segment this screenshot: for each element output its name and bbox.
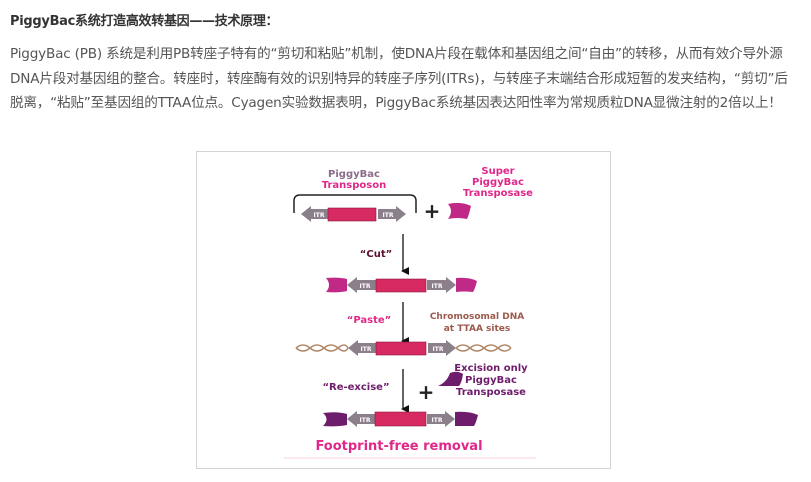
itr-label: ITR [433, 346, 444, 353]
excision-transposase-enzyme [438, 371, 463, 386]
itr-label: ITR [383, 212, 394, 219]
gene-insert [375, 278, 427, 293]
itr-right-3: ITR [428, 340, 456, 356]
description-paragraph: PiggyBac (PB) 系统是利用PB转座子特有的“剪切和粘贴”机制，使DN… [10, 46, 788, 111]
itr-right-4: ITR [427, 411, 455, 427]
transposon-label-1: PiggyBac [328, 169, 380, 180]
excision-label-3: Transposase [456, 387, 526, 398]
super-label-1: Super [481, 166, 514, 177]
excision-label-1: Excision only [454, 363, 528, 374]
transposon-label-2: Transposon [322, 180, 386, 191]
super-label-3: Transposase [463, 188, 533, 199]
section-title: PiggyBac系统打造高效转基因——技术原理： [10, 14, 279, 29]
itr-left-2: ITR [347, 277, 376, 293]
piggybac-diagram: PiggyBac Transposon ITR ITR + Super Pigg… [196, 151, 611, 469]
super-transposase-enzyme [448, 202, 471, 219]
itr-label: ITR [314, 212, 325, 219]
reexcise-label: “Re-excise” [322, 382, 389, 393]
itr-label: ITR [360, 283, 371, 290]
excision-label-2: PiggyBac [465, 375, 517, 386]
itr-left-4: ITR [347, 411, 375, 427]
itr-label: ITR [432, 283, 443, 290]
super-label-2: PiggyBac [472, 177, 524, 188]
itr-label: ITR [361, 346, 372, 353]
itr-left-1: ITR [301, 206, 329, 222]
itr-right-1: ITR [378, 206, 406, 222]
enzyme-cap-right [455, 411, 478, 426]
plus-sign: + [424, 199, 441, 223]
itr-left-3: ITR [348, 340, 376, 356]
enzyme-cap-left [323, 412, 347, 427]
footer-label: Footprint-free removal [315, 439, 482, 454]
itr-label: ITR [432, 417, 443, 424]
chromosomal-label-2: at TTAA sites [444, 324, 511, 334]
gene-insert [375, 341, 427, 356]
chromosomal-label-1: Chromosomal DNA [430, 312, 524, 322]
paste-label: “Paste” [347, 315, 391, 326]
chromosomal-dna-left [295, 344, 349, 352]
gene-insert [327, 207, 377, 222]
itr-label: ITR [360, 417, 371, 424]
gene-insert [374, 411, 427, 427]
plus-sign-2: + [418, 380, 435, 404]
enzyme-cap-left [326, 277, 347, 293]
chromosomal-dna-right [455, 344, 512, 352]
cut-label: “Cut” [360, 249, 392, 260]
transposon-loop [293, 194, 417, 213]
itr-right-2: ITR [427, 277, 456, 293]
enzyme-cap-right [456, 277, 477, 292]
